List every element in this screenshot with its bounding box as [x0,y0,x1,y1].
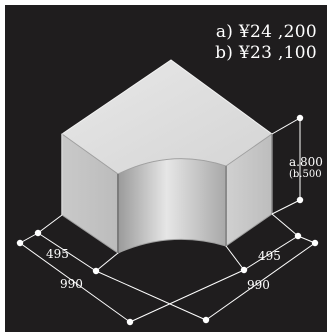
height-label-a: a.800 [289,155,323,169]
price-option-b: b) ¥23 ,100 [215,43,317,63]
bottom-cross-lines [95,269,245,323]
price-option-a: a) ¥24 ,200 [215,22,317,42]
block-inner-curved-face [117,158,227,254]
height-dimension-line [271,114,304,215]
left-dimension-lines [16,214,134,326]
height-label-b: (b.500 [289,169,322,180]
inner-left-label: 495 [46,247,69,261]
outer-left-label: 990 [60,277,83,291]
inner-right-label: 495 [258,249,281,263]
outer-right-label: 990 [247,278,270,292]
